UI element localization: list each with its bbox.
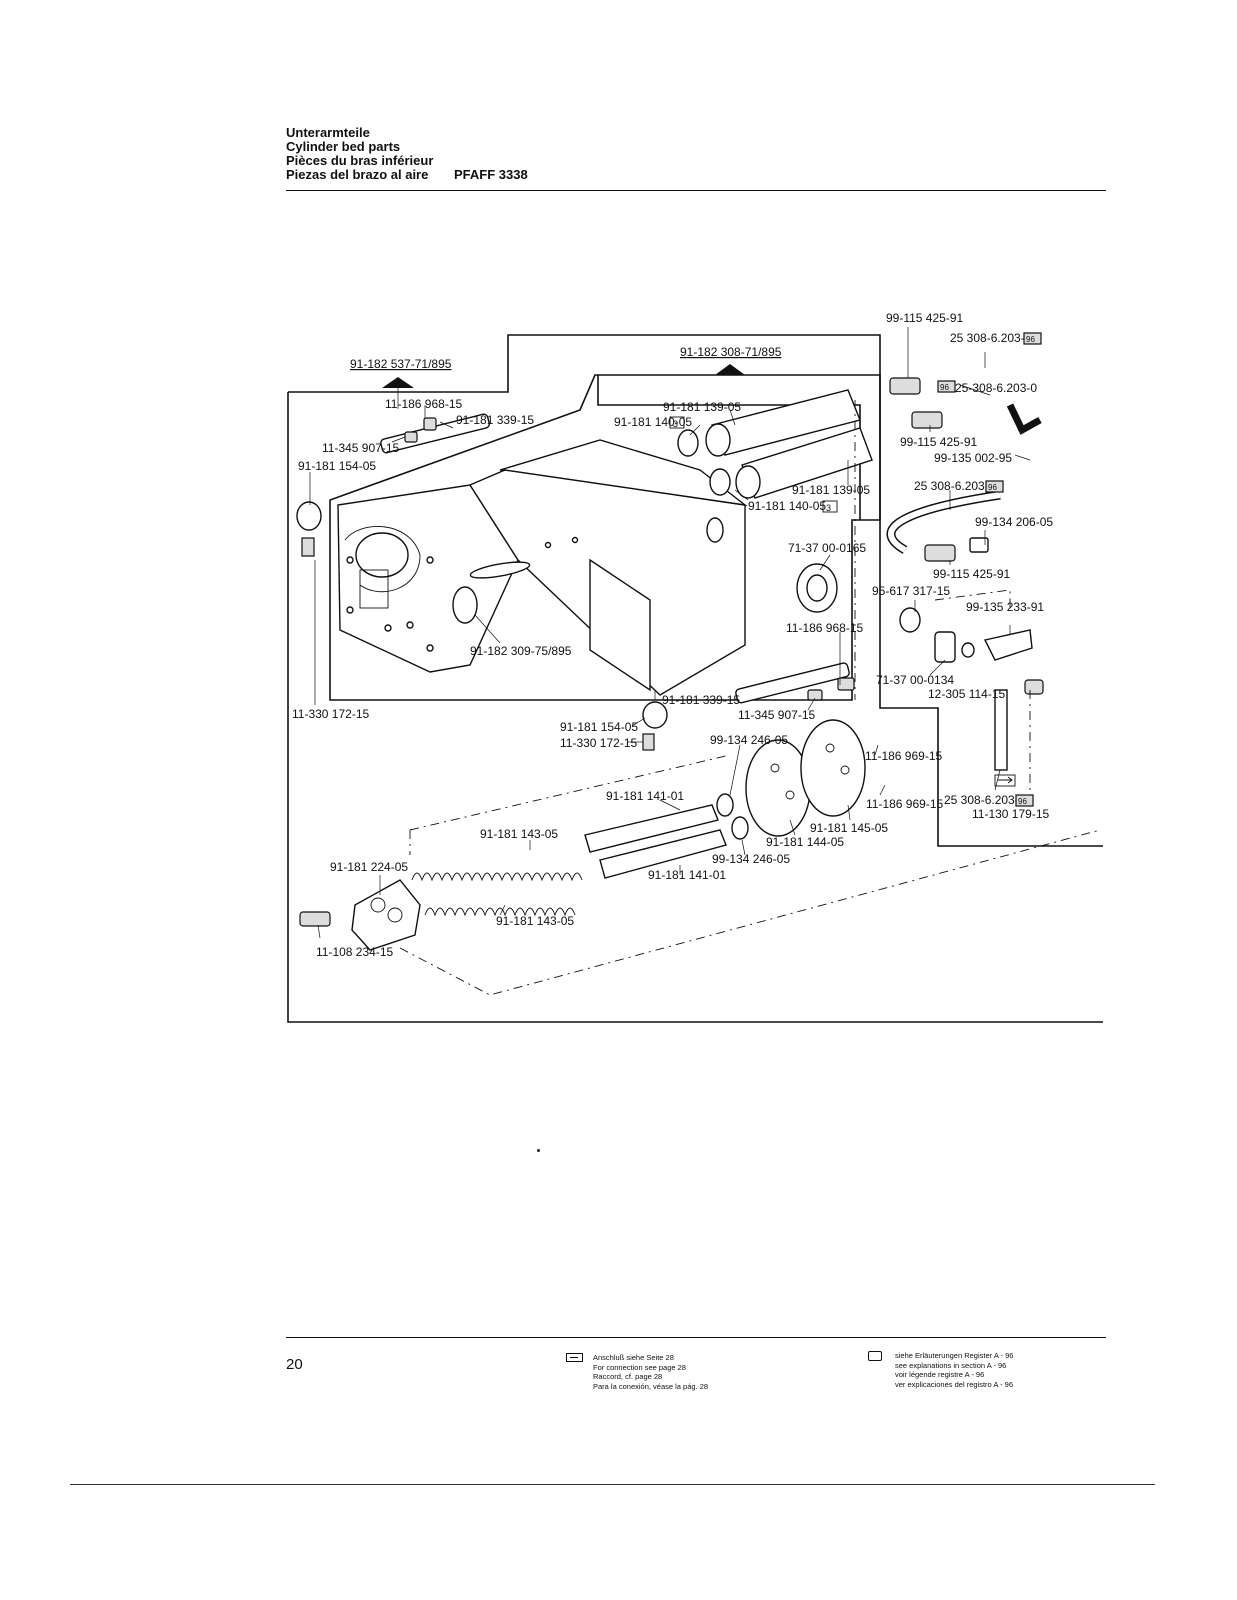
callout-99-115-425-91-b: 99-115 425-91 bbox=[900, 435, 978, 449]
register-mark-96-b: 96 bbox=[940, 383, 949, 392]
callout-91-181-144-05: 91-181 144-05 bbox=[766, 835, 844, 849]
register-mark-96-c: 96 bbox=[988, 483, 997, 492]
register-ref: A - 96 bbox=[993, 1379, 1013, 1389]
callout-99-134-206-05: 99-134 206-05 bbox=[975, 515, 1053, 529]
part-callouts: 91-182 537-71/895 91-182 308-71/895 11-1… bbox=[292, 311, 1053, 959]
page-header: Unterarmteile Cylinder bed parts Pièces … bbox=[286, 126, 1106, 182]
callout-11-108-234-15: 11-108 234-15 bbox=[316, 945, 394, 959]
callout-12-305-114-15: 12-305 114-15 bbox=[928, 687, 1006, 701]
header-divider bbox=[286, 190, 1106, 191]
callout-91-181-145-05: 91-181 145-05 bbox=[810, 821, 888, 835]
callout-11-186-968-15-b: 11-186 968-15 bbox=[786, 621, 864, 635]
connection-arrow-icon bbox=[998, 776, 1013, 784]
callout-25-308-6-203-0: 25 308-6.203-0 bbox=[950, 331, 1032, 345]
connection-note-fr: Raccord, cf. page 28 bbox=[593, 1372, 663, 1381]
callout-91-181-141-01-b: 91-181 141-01 bbox=[648, 868, 726, 882]
callout-11-330-172-15-b: 11-330 172-15 bbox=[560, 736, 638, 750]
callout-99-135-002-95: 99-135 002-95 bbox=[934, 451, 1012, 465]
connection-note-en: For connection see page 28 bbox=[593, 1362, 686, 1372]
title-english: Cylinder bed parts bbox=[286, 139, 401, 154]
explanation-note-en: see explanations in section bbox=[895, 1360, 986, 1370]
scan-speck bbox=[537, 1149, 540, 1152]
callout-91-181-154-05-b: 91-181 154-05 bbox=[560, 720, 638, 734]
assembly-paths bbox=[399, 400, 1101, 996]
register-mark-96: 96 bbox=[1026, 335, 1035, 344]
explanation-note-es: ver explicaciones del registro bbox=[895, 1379, 992, 1389]
callout-91-181-143-05-b: 91-181 143-05 bbox=[496, 914, 574, 928]
register-mark-96-d: 96 bbox=[1018, 797, 1027, 806]
callout-91-182-309-75-895: 91-182 309-75/895 bbox=[470, 644, 572, 658]
assembly-frame-main bbox=[329, 374, 881, 701]
callout-91-181-139-05: 91-181 139-05 bbox=[663, 400, 741, 414]
callout-99-115-425-91-c: 99-115 425-91 bbox=[933, 567, 1011, 581]
callout-91-181-224-05: 91-181 224-05 bbox=[330, 860, 408, 874]
cylinder-bed-casting bbox=[337, 439, 748, 696]
explanation-legend: siehe Erläuterungen Register A - 96 see … bbox=[868, 1351, 1014, 1389]
register-marks: 3 3 96 96 96 96 bbox=[669, 332, 1042, 807]
callout-99-135-233-91: 99-135 233-91 bbox=[966, 600, 1044, 614]
callout-99-115-425-91: 99-115 425-91 bbox=[886, 311, 964, 325]
callout-95-617-317-15: 95-617 317-15 bbox=[872, 584, 950, 598]
scan-edge-line bbox=[70, 1484, 1155, 1485]
small-parts bbox=[296, 417, 855, 751]
pneumatic-fittings bbox=[886, 354, 1051, 771]
callout-99-134-246-05: 99-134 246-05 bbox=[710, 733, 788, 747]
footer-divider bbox=[286, 1337, 1106, 1338]
register-mark-3: 3 bbox=[673, 419, 678, 429]
callout-91-181-339-15-b: 91-181 339-15 bbox=[662, 693, 740, 707]
callout-11-345-907-15-b: 11-345 907-15 bbox=[738, 708, 816, 722]
page-number: 20 bbox=[286, 1356, 303, 1373]
callout-25-308-6-203-0-d: 25 308-6.203-0 bbox=[944, 793, 1026, 807]
connection-legend: Anschluß siehe Seite 28 For connection s… bbox=[566, 1353, 709, 1391]
guide-tubes bbox=[677, 389, 873, 499]
callout-11-186-969-15: 11-186 969-15 bbox=[865, 749, 943, 763]
callout-25-308-6-203-0-b: 25-308-6.203-0 bbox=[955, 381, 1037, 395]
callout-11-345-907-15: 11-345 907-15 bbox=[322, 441, 400, 455]
callout-91-181-143-05: 91-181 143-05 bbox=[480, 827, 558, 841]
register-ref: A - 96 bbox=[986, 1360, 1007, 1370]
machine-model: PFAFF 3338 bbox=[453, 167, 528, 182]
callout-91-181-139-05-b: 91-181 139-05 bbox=[792, 483, 870, 497]
callout-11-330-172-15: 11-330 172-15 bbox=[292, 707, 370, 721]
callout-91-181-141-01: 91-181 141-01 bbox=[606, 789, 684, 803]
spring-upper bbox=[411, 872, 583, 882]
leader-lines bbox=[309, 327, 1031, 939]
callout-91-181-154-05: 91-181 154-05 bbox=[298, 459, 376, 473]
register-ref: A - 96 bbox=[993, 1351, 1014, 1360]
connection-note-es: Para la conexión, véase la pág. 28 bbox=[593, 1381, 709, 1391]
spring-assembly bbox=[299, 719, 866, 951]
callout-71-37-00-0165: 71-37 00-0165 bbox=[788, 541, 866, 555]
register-box-icon bbox=[868, 1351, 882, 1361]
illustration-frame bbox=[287, 334, 1103, 1023]
callout-25-308-6-203-0-c: 25 308-6.203-0 bbox=[914, 479, 996, 493]
connection-note-de: Anschluß siehe Seite 28 bbox=[593, 1353, 674, 1362]
callout-assembly-main: 91-182 537-71/895 bbox=[350, 357, 452, 371]
spring-lower bbox=[424, 907, 576, 917]
register-mark-3-b: 3 bbox=[826, 503, 831, 513]
callout-11-186-968-15: 11-186 968-15 bbox=[385, 397, 463, 411]
explanation-note-fr: voir légende registre bbox=[895, 1370, 963, 1379]
title-german: Unterarmteile bbox=[286, 125, 370, 140]
register-ref: A - 96 bbox=[964, 1370, 985, 1379]
pointer-arrow-main bbox=[382, 377, 414, 388]
callout-91-181-140-05: 91-181 140-05 bbox=[614, 415, 692, 429]
callout-71-37-00-0134: 71-37 00-0134 bbox=[876, 673, 954, 687]
connection-arrow-icon bbox=[566, 1353, 583, 1362]
callout-assembly-sub: 91-182 308-71/895 bbox=[680, 345, 782, 359]
title-french: Pièces du bras inférieur bbox=[286, 153, 434, 168]
pointer-arrow-sub bbox=[715, 364, 745, 375]
callout-99-134-246-05-b: 99-134 246-05 bbox=[712, 852, 790, 866]
callout-11-130-179-15: 11-130 179-15 bbox=[972, 807, 1050, 821]
explanation-note-de: siehe Erläuterungen Register bbox=[895, 1351, 993, 1360]
callout-91-181-339-15: 91-181 339-15 bbox=[456, 413, 534, 427]
callout-11-186-969-15-b: 11-186 969-15 bbox=[866, 797, 944, 811]
title-spanish: Piezas del brazo al aire bbox=[286, 167, 429, 182]
callout-91-181-140-05-b: 91-181 140-05 bbox=[748, 499, 826, 513]
guide-plates bbox=[380, 413, 850, 704]
